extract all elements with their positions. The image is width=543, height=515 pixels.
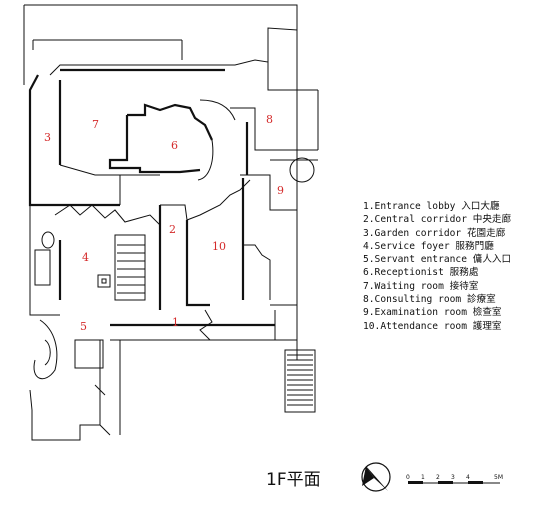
scale-tick-0: 0: [406, 474, 410, 481]
scale-tick-5m: 5M: [494, 474, 503, 481]
legend-item: 4.Service foyer 服務門廳: [363, 240, 494, 252]
room-number-7: 7: [92, 118, 99, 131]
legend-item: 1.Entrance lobby 入口大廳: [363, 201, 500, 212]
room-number-9: 9: [277, 184, 284, 197]
room-number-6: 6: [171, 139, 178, 152]
legend-item: 2.Central corridor 中央走廊: [363, 214, 512, 226]
room-number-5: 5: [80, 320, 87, 333]
scale-tick-1: 1: [421, 474, 425, 481]
stair-treads: [117, 244, 145, 294]
room-number-1: 1: [172, 316, 179, 329]
north-arrow-icon: [361, 462, 391, 492]
plan-walls: [23, 4, 319, 441]
room-legend: 1.Entrance lobby 入口大廳 2.Central corridor…: [363, 200, 511, 333]
legend-item: 8.Consulting room 診療室: [363, 294, 496, 306]
room-number-8: 8: [266, 113, 273, 126]
room-number-10: 10: [212, 240, 226, 253]
room-numbers: 1 2 3 4 5 6 7 8 9 10: [44, 113, 284, 333]
room-number-3: 3: [44, 131, 51, 144]
room-number-4: 4: [82, 251, 89, 264]
scale-tick-4: 4: [466, 474, 470, 481]
room-number-2: 2: [169, 223, 176, 236]
legend-item: 3.Garden corridor 花園走廊: [363, 227, 506, 239]
scale-tick-2: 2: [436, 474, 440, 481]
legend-item: 5.Servant entrance 傭人入口: [363, 254, 512, 266]
legend-item: 6.Receptionist 服務處: [363, 267, 479, 279]
scale-tick-3: 3: [451, 474, 455, 481]
legend-item: 7.Waiting room 接待室: [363, 280, 479, 292]
plan-title: 1F平面: [266, 470, 321, 490]
legend-item: 9.Examination room 檢查室: [363, 307, 502, 319]
legend-item: 10.Attendance room 護理室: [363, 320, 502, 332]
outdoor-stair-treads: [287, 354, 313, 406]
scale-bar: 0 1 2 3 4 5M: [406, 474, 503, 484]
